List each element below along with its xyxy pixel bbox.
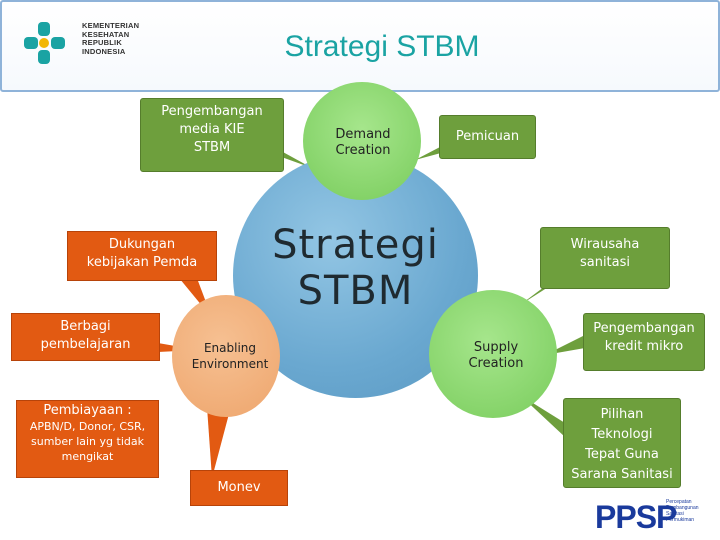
supply-line-1: Supply (473, 340, 519, 355)
kredit-line-1: Pengembangan (593, 321, 695, 336)
ppsp-sub-line-2: Pembangunan (666, 505, 699, 511)
dukungan-line-2: kebijakan Pemda (86, 255, 198, 270)
ppsp-sub-line-3: Sanitasi (666, 511, 684, 517)
org-line-2: KESEHATAN (82, 29, 130, 39)
media-kie-line-2: media KIE (179, 122, 245, 137)
enabling-line-2: Environment (191, 357, 269, 371)
demand-label: Demand Creation (318, 127, 408, 159)
ppsp-logo: PPSP Percepatan Pembangunan Sanitasi Per… (592, 496, 700, 538)
center-label: Strategi STBM (248, 222, 463, 314)
pilihan-line-1: Pilihan (600, 407, 644, 422)
supply-creation-circle (429, 290, 557, 418)
ppsp-logo-text: PPSP (595, 499, 677, 535)
org-line-4: INDONESIA (82, 46, 126, 56)
pilihan-line-3: Tepat Guna (585, 447, 659, 462)
callout-kredit: Pengembangan kredit mikro (583, 313, 705, 371)
kredit-line-2: kredit mikro (604, 339, 684, 354)
callout-pembiayaan: Pembiayaan : APBN/D, Donor, CSR, sumber … (16, 400, 159, 478)
demand-line-1: Demand (335, 127, 391, 142)
pilihan-line-4: Sarana Sanitasi (571, 467, 673, 482)
ppsp-sub-line-1: Percepatan (666, 499, 692, 505)
callout-berbagi: Berbagi pembelajaran (11, 313, 160, 361)
callout-media-kie: Pengembangan media KIE STBM (140, 98, 284, 172)
callout-dukungan: Dukungan kebijakan Pemda (67, 231, 217, 281)
center-line-1: Strategi (272, 222, 439, 268)
demand-creation-circle (303, 82, 421, 200)
enabling-line-1: Enabling (203, 341, 257, 355)
wirausaha-line-2: sanitasi (579, 255, 631, 270)
pembiayaan-line-3: mengikat (61, 450, 114, 463)
media-kie-line-1: Pengembangan (161, 104, 263, 119)
callout-wirausaha: Wirausaha sanitasi (540, 227, 670, 289)
org-line-1: KEMENTERIAN (82, 21, 140, 30)
pembiayaan-line-2: sumber lain yg tidak (31, 435, 144, 448)
callout-monev: Monev (190, 470, 288, 506)
dukungan-line-1: Dukungan (108, 237, 176, 252)
pemicuan-line-1: Pemicuan (455, 129, 520, 144)
callout-pemicuan: Pemicuan (439, 115, 536, 159)
kemenkes-logo-icon (24, 22, 65, 64)
pilihan-pointer (520, 395, 565, 437)
callout-pilihan: Pilihan Teknologi Tepat Guna Sarana Sani… (563, 398, 681, 488)
wirausaha-line-1: Wirausaha (570, 237, 640, 252)
supply-line-2: Creation (468, 356, 524, 371)
center-line-2: STBM (297, 268, 414, 314)
pembiayaan-line-1: APBN/D, Donor, CSR, (29, 420, 146, 433)
ppsp-logo-subtitle: Percepatan Pembangunan Sanitasi Permukim… (666, 499, 699, 523)
header-banner: KEMENTERIAN KESEHATAN REPUBLIK INDONESIA… (0, 0, 720, 92)
monev-line-1: Monev (217, 480, 261, 495)
org-line-3: REPUBLIK (82, 38, 122, 47)
ppsp-sub-line-4: Permukiman (666, 517, 695, 523)
supply-label: Supply Creation (450, 340, 542, 372)
enabling-label: Enabling Environment (180, 340, 280, 372)
pembiayaan-title: Pembiayaan : (43, 403, 132, 418)
media-kie-line-3: STBM (193, 140, 231, 155)
berbagi-line-1: Berbagi (60, 319, 111, 334)
page-title: Strategi STBM (284, 30, 480, 63)
monev-pointer (207, 407, 230, 478)
demand-line-2: Creation (335, 143, 391, 158)
berbagi-line-2: pembelajaran (40, 337, 131, 352)
pilihan-line-2: Teknologi (591, 427, 653, 442)
enabling-environment-circle (172, 295, 280, 417)
